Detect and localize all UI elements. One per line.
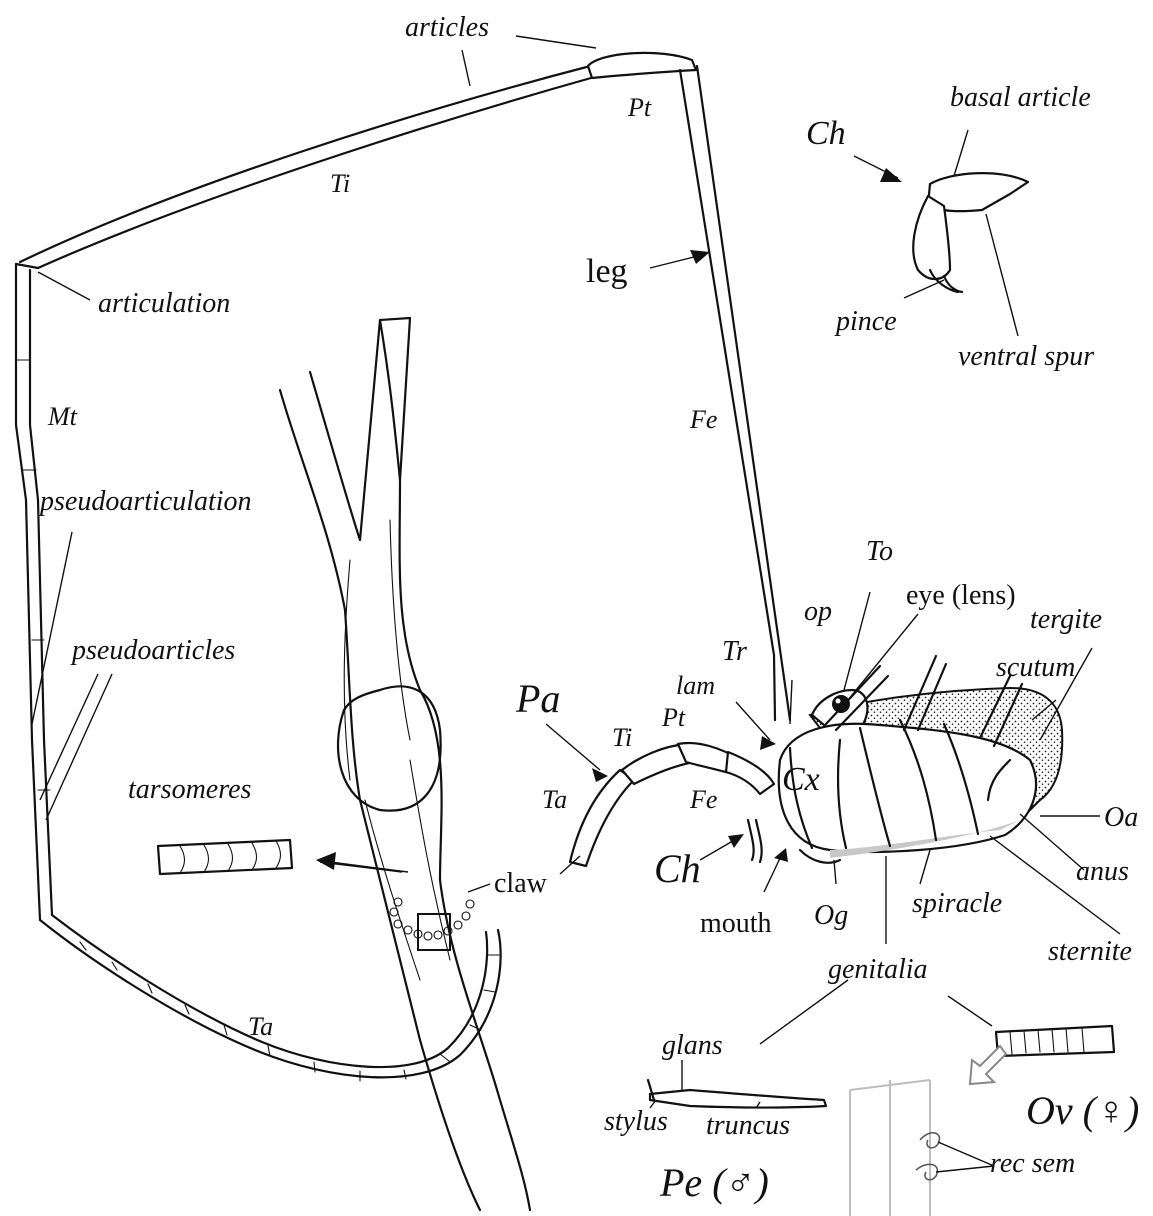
label-metatarsus: Mt	[47, 402, 78, 431]
label-claw: claw	[494, 868, 548, 899]
label-coxa: Cx	[782, 761, 820, 798]
label-truncus: truncus	[706, 1110, 790, 1141]
label-tubercle: To	[866, 536, 893, 567]
label-operculum-anal: Oa	[1104, 802, 1138, 833]
label-scutum: scutum	[996, 652, 1075, 683]
label-pedipalp: Pa	[515, 676, 560, 721]
chelicera-detail-drawing	[913, 173, 1028, 292]
label-anus: anus	[1076, 856, 1129, 887]
label-tibia: Ti	[330, 169, 350, 198]
label-pseudoarticulation: pseudoarticulation	[38, 486, 252, 517]
label-ventral-spur: ventral spur	[958, 341, 1094, 372]
label-glans: glans	[662, 1030, 723, 1061]
label-chelicera-body: Ch	[654, 846, 701, 891]
label-tarsomeres: tarsomeres	[128, 774, 252, 805]
label-palp-femur: Fe	[689, 785, 717, 814]
label-genital-operculum: Og	[814, 900, 848, 931]
label-lamella: lam	[676, 671, 715, 700]
label-mouth: mouth	[700, 908, 772, 939]
label-tergite: tergite	[1030, 604, 1102, 635]
label-basal-article: basal article	[950, 82, 1091, 113]
label-penis-male: Pe (♂)	[659, 1160, 769, 1205]
tarsomeres-detail	[158, 840, 292, 874]
label-trochanter: Tr	[722, 636, 747, 667]
label-palp-tarsus: Ta	[542, 785, 567, 814]
label-spiracle: spiracle	[912, 888, 1002, 919]
claw-zoom-box	[418, 914, 450, 950]
label-palp-patella: Pt	[661, 703, 686, 732]
label-eye-lens: eye (lens)	[906, 580, 1016, 611]
label-tarsus: Ta	[248, 1012, 273, 1041]
label-pseudoarticles: pseudoarticles	[70, 635, 235, 666]
label-chelicera-detail: Ch	[806, 115, 846, 152]
label-ozopore: op	[804, 596, 832, 627]
label-leg: leg	[586, 253, 628, 290]
label-genitalia: genitalia	[828, 954, 928, 985]
label-stylus: stylus	[604, 1106, 668, 1137]
label-patella: Pt	[627, 93, 652, 122]
label-ovipositor-female: Ov (♀)	[1026, 1088, 1139, 1133]
label-femur: Fe	[689, 405, 717, 434]
label-palp-tibia: Ti	[612, 723, 632, 752]
label-pince: pince	[834, 306, 897, 337]
label-sternite: sternite	[1048, 936, 1132, 967]
label-articles: articles	[405, 12, 489, 43]
label-receptacula-seminis: rec sem	[990, 1148, 1075, 1179]
label-articulation: articulation	[98, 288, 230, 319]
